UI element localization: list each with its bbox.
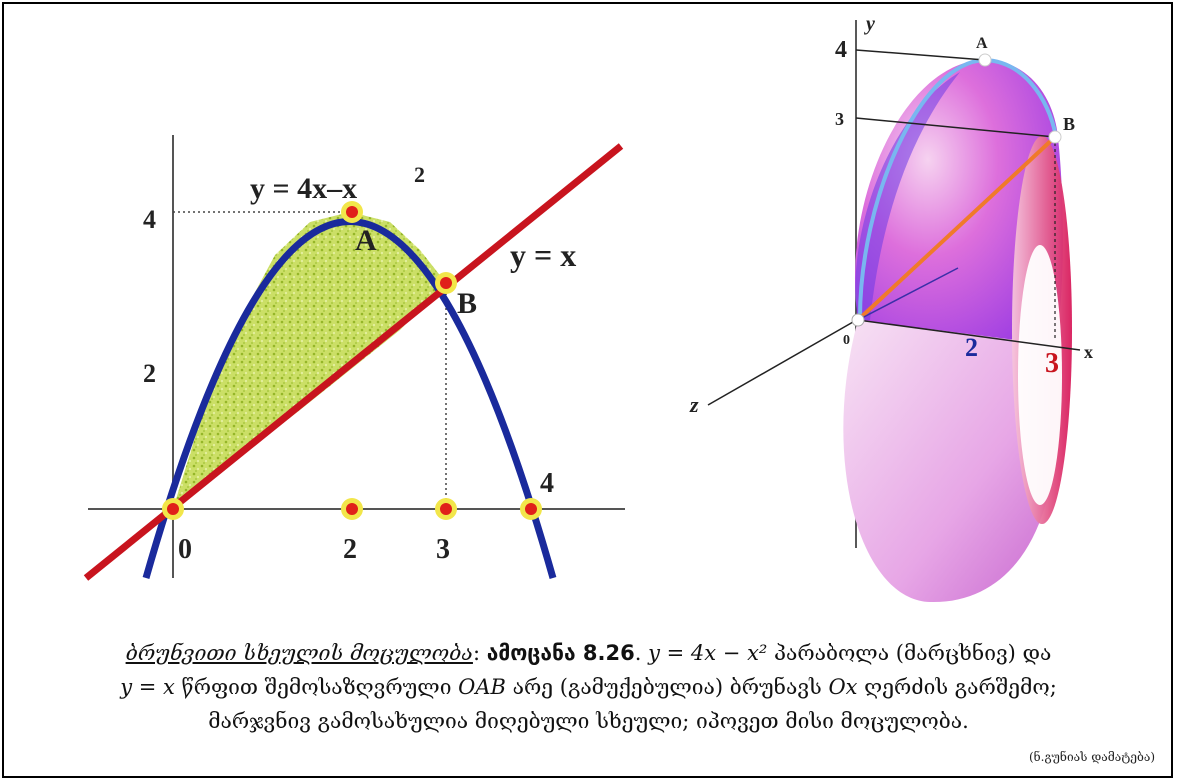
caption-region: OAB bbox=[458, 675, 506, 699]
x-tick-4: 4 bbox=[540, 468, 554, 499]
y-tick-4: 4 bbox=[143, 205, 156, 234]
x-tick-2-3d: 2 bbox=[965, 333, 978, 362]
x-tick-0: 0 bbox=[178, 534, 192, 565]
caption-eq-line: y = x bbox=[120, 675, 175, 699]
caption-part1: . bbox=[634, 641, 649, 665]
label-b-3d: B bbox=[1063, 114, 1075, 134]
parabola-label: y = 4x–x bbox=[250, 172, 357, 205]
solid-lower-surface bbox=[843, 320, 1055, 603]
caption-eq-parabola: y = 4x − x² bbox=[648, 641, 768, 665]
caption-term: ბრუნვითი სხეულის მოცულობა bbox=[125, 641, 473, 665]
origin-label-3d: 0 bbox=[843, 333, 850, 348]
point-x4 bbox=[520, 498, 542, 520]
axis-x-label: x bbox=[1084, 342, 1093, 362]
point-x2 bbox=[341, 498, 363, 520]
guide-a-3d bbox=[855, 49, 986, 61]
axis-y-label: y bbox=[864, 13, 875, 35]
point-o-3d bbox=[851, 313, 865, 327]
parabola-label-exponent: 2 bbox=[414, 162, 425, 187]
rotated-parabola-edge bbox=[858, 57, 1058, 319]
credit-note: (ნ.გუნიას დამატება) bbox=[1028, 750, 1155, 764]
label-b: B bbox=[457, 287, 477, 320]
caption-part3: წრფით შემოსაზღვრული bbox=[174, 675, 459, 699]
point-a bbox=[341, 201, 363, 223]
y-tick-3-3d: 3 bbox=[835, 109, 844, 129]
guide-b-3d-top bbox=[855, 117, 1056, 138]
caption-part5: ღერძის გარშემო; bbox=[857, 675, 1057, 699]
caption-part2: პარაბოლა (მარცხნივ) და bbox=[767, 641, 1052, 665]
caption-line3: მარჯვნივ გამოსახულია მიღებული სხეული; იპ… bbox=[208, 709, 969, 733]
right-solid-figure: y x z 4 3 0 2 3 A B bbox=[689, 13, 1093, 603]
figure-caption: ბრუნვითი სხეულის მოცულობა: ამოცანა 8.26.… bbox=[20, 636, 1157, 738]
shaded-region-oab bbox=[173, 212, 446, 509]
left-graph: y = 4x–x 2 y = x A B 4 2 0 2 3 4 bbox=[83, 135, 625, 581]
caption-task-number: ამოცანა 8.26 bbox=[486, 641, 635, 665]
point-b bbox=[435, 272, 457, 294]
z-axis-3d bbox=[707, 317, 861, 406]
point-o bbox=[162, 498, 184, 520]
caption-axis: Ox bbox=[828, 675, 858, 699]
x-tick-3: 3 bbox=[436, 534, 450, 565]
rotated-line-ob bbox=[856, 135, 1057, 322]
x-tick-2: 2 bbox=[343, 534, 357, 565]
caption-colon: : bbox=[472, 641, 487, 665]
caption-part4: არე (გამუქებულია) ბრუნავს bbox=[505, 675, 829, 699]
line-label: y = x bbox=[510, 237, 576, 273]
y-tick-2: 2 bbox=[143, 359, 156, 388]
solid-end-cap bbox=[1018, 245, 1062, 505]
point-b-3d bbox=[1048, 130, 1062, 144]
y-tick-4-3d: 4 bbox=[835, 37, 847, 63]
x-axis-3d bbox=[857, 319, 1081, 351]
axis-z-label: z bbox=[689, 392, 699, 417]
x-tick-3-3d: 3 bbox=[1045, 348, 1059, 379]
solid-left-shade bbox=[855, 72, 960, 320]
point-a-3d bbox=[978, 53, 992, 67]
label-a-3d: A bbox=[976, 35, 988, 52]
point-x3 bbox=[435, 498, 457, 520]
inner-ray bbox=[857, 267, 959, 321]
label-a: A bbox=[355, 224, 377, 257]
